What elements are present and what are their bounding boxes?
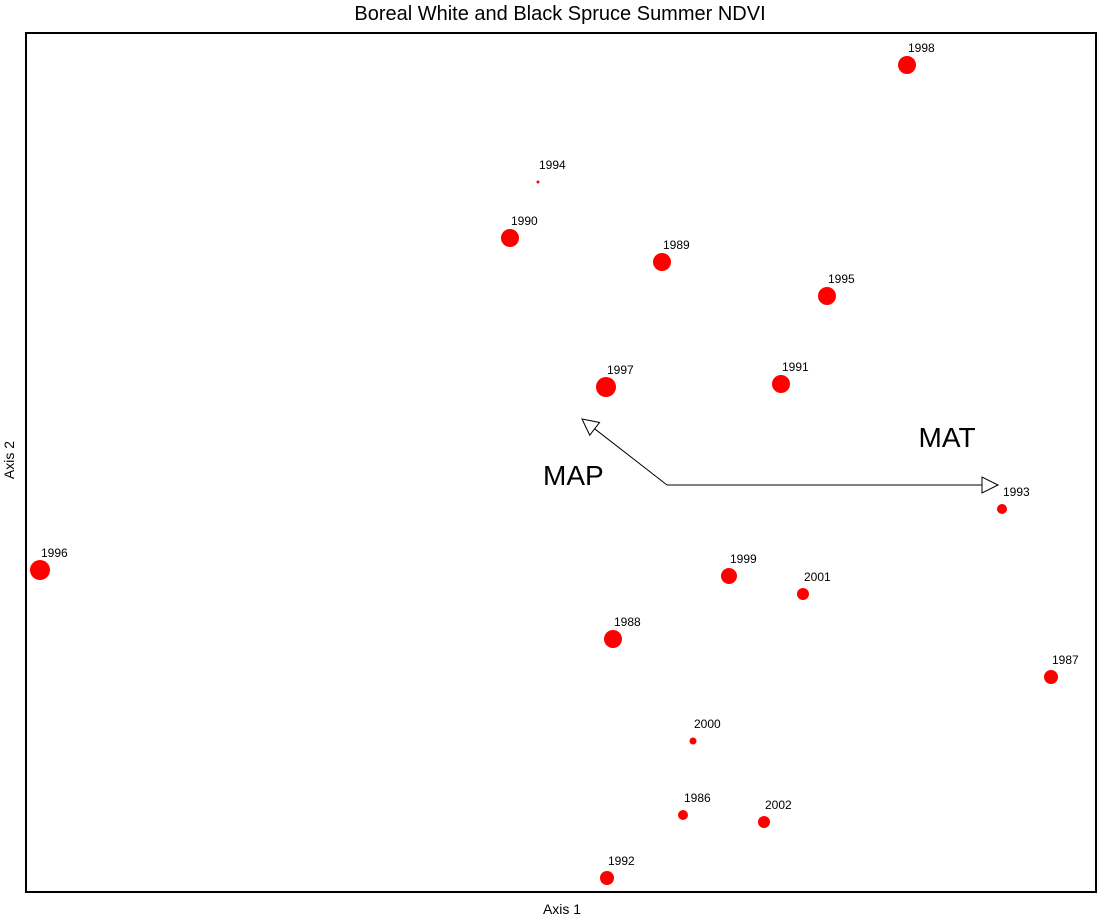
point-label-1994: 1994: [539, 158, 566, 172]
point-1988: [604, 630, 622, 648]
vector-label-map: MAP: [543, 460, 604, 491]
vector-map-line: [594, 428, 668, 486]
point-1999: [721, 568, 737, 584]
point-1992: [600, 871, 614, 885]
data-points: 1998 1994 1990 1989 1995 1997 1991 1993 1996 1999…: [30, 41, 1079, 885]
point-1987: [1044, 670, 1058, 684]
environmental-vectors: MAT MAP: [543, 418, 1000, 494]
point-1993: [997, 504, 1007, 514]
vector-mat-arrowhead: [981, 476, 1000, 494]
y-axis-label: Axis 2: [1, 441, 17, 479]
vector-label-mat: MAT: [919, 422, 976, 453]
vector-map-arrowhead: [581, 418, 601, 437]
point-1998: [898, 56, 916, 74]
point-label-2000: 2000: [694, 717, 721, 731]
point-label-1995: 1995: [828, 272, 855, 286]
point-label-1997: 1997: [607, 363, 634, 377]
point-1990: [501, 229, 519, 247]
point-label-1990: 1990: [511, 214, 538, 228]
point-label-1991: 1991: [782, 360, 809, 374]
point-1997: [596, 377, 616, 397]
plot-frame: [25, 32, 1097, 893]
point-2001: [797, 588, 809, 600]
point-1995: [818, 287, 836, 305]
point-label-2001: 2001: [804, 570, 831, 584]
point-1986: [678, 810, 688, 820]
point-label-1996: 1996: [41, 546, 68, 560]
point-label-1992: 1992: [608, 854, 635, 868]
point-2000: [689, 737, 697, 745]
point-label-1993: 1993: [1003, 485, 1030, 499]
point-2002: [758, 816, 770, 828]
point-label-1986: 1986: [684, 791, 711, 805]
point-1989: [653, 253, 671, 271]
point-1991: [772, 375, 790, 393]
point-label-1998: 1998: [908, 41, 935, 55]
point-label-1989: 1989: [663, 238, 690, 252]
point-label-2002: 2002: [765, 798, 792, 812]
point-label-1988: 1988: [614, 615, 641, 629]
chart-title: Boreal White and Black Spruce Summer NDV…: [354, 3, 765, 25]
point-label-1987: 1987: [1052, 653, 1079, 667]
point-label-1999: 1999: [730, 552, 757, 566]
point-1996: [30, 560, 50, 580]
x-axis-label: Axis 1: [543, 901, 581, 917]
point-1994: [536, 180, 540, 184]
